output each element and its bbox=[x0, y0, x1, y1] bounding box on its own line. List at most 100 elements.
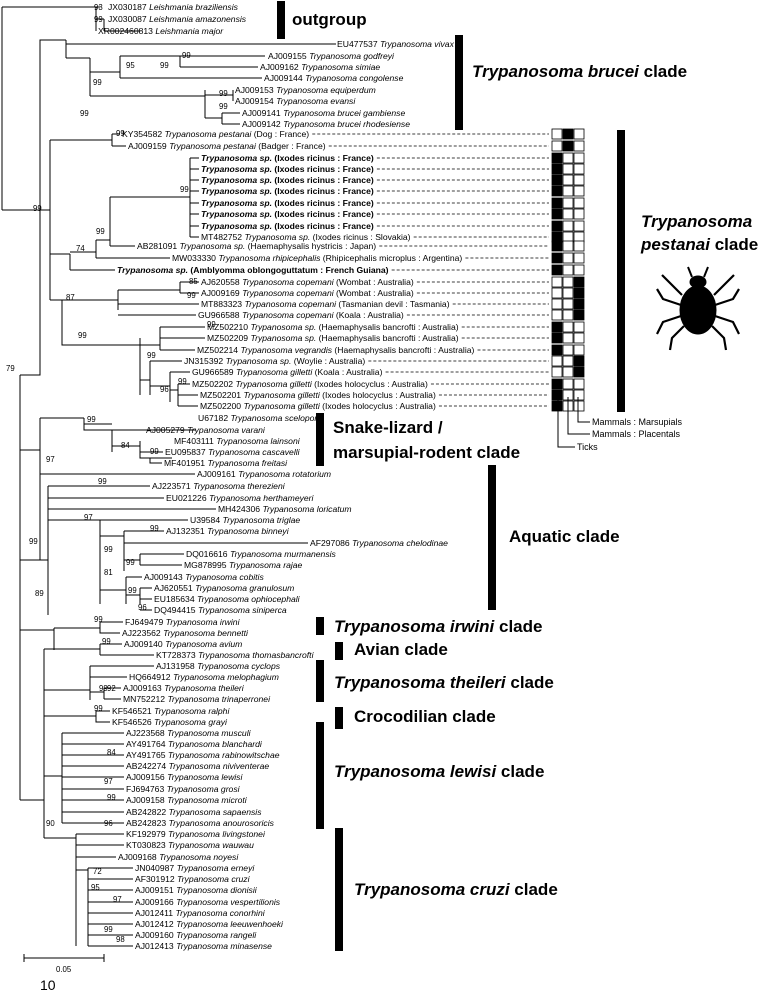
branch bbox=[100, 576, 152, 611]
bootstrap-value: 97 bbox=[84, 513, 93, 522]
host-cell-empty bbox=[562, 174, 574, 186]
bootstrap-value: 89 bbox=[35, 589, 44, 598]
host-cell-filled bbox=[551, 344, 563, 356]
bootstrap-value: 92 bbox=[107, 684, 116, 693]
tip-label: AJ012412 Trypanosoma leeuwenhoeki bbox=[135, 919, 284, 929]
bootstrap-value: 99 bbox=[94, 615, 103, 624]
tick-silhouette-icon bbox=[656, 266, 740, 351]
branch bbox=[62, 326, 205, 395]
tip-label: GU966588 Trypanosoma copemani (Koala : A… bbox=[198, 310, 404, 320]
bootstrap-value: 95 bbox=[91, 883, 100, 892]
host-cell-empty bbox=[573, 240, 585, 252]
legend-placentals: Mammals : Placentals bbox=[592, 429, 681, 439]
tip-label: AJ009162 Trypanosoma simiae bbox=[260, 62, 380, 72]
tip-label: AJ012413 Trypanosoma minasense bbox=[135, 941, 272, 951]
tip-labels: JX030187 Leishmania braziliensisJX030087… bbox=[98, 2, 475, 951]
tip-label: KT728373 Trypanosoma thomasbancrofti bbox=[156, 650, 315, 660]
bootstrap-value: 85 bbox=[189, 277, 198, 286]
host-cell-empty bbox=[551, 298, 563, 310]
host-cell-filled bbox=[551, 264, 563, 276]
branch bbox=[90, 90, 240, 125]
clade-bar bbox=[335, 828, 343, 951]
tip-label: AJ009153 Trypanosoma equiperdum bbox=[235, 85, 376, 95]
host-cell-empty bbox=[562, 366, 574, 378]
host-cell-filled bbox=[573, 276, 585, 288]
host-cell-empty bbox=[562, 287, 574, 299]
bootstrap-value: 99 bbox=[116, 129, 125, 138]
matrix-legend: Mammals : Marsupials Mammals : Placental… bbox=[557, 397, 683, 452]
bootstrap-value: 99 bbox=[219, 89, 228, 98]
bootstrap-value: 84 bbox=[107, 748, 116, 757]
branch bbox=[19, 210, 41, 800]
tip-label: AY491764 Trypanosoma blanchardi bbox=[126, 739, 263, 749]
tip-label: AJ009155 Trypanosoma godfreyi bbox=[268, 51, 395, 61]
tip-label: AJ009166 Trypanosoma vespertilionis bbox=[135, 897, 281, 907]
clade-label: Crocodilian clade bbox=[354, 707, 496, 726]
bootstrap-value: 99 bbox=[96, 227, 105, 236]
tip-label: MF403111 Trypanosoma lainsoni bbox=[174, 436, 301, 446]
bootstrap-value: 99 bbox=[87, 415, 96, 424]
tip-label: EU185634 Trypanosoma ophiocephali bbox=[154, 594, 301, 604]
branch bbox=[39, 39, 66, 210]
tip-label: KF546521 Trypanosoma ralphi bbox=[112, 706, 230, 716]
tip-label: AY491765 Trypanosoma rabinowitschae bbox=[126, 750, 280, 760]
tip-label: KF546526 Trypanosoma grayi bbox=[112, 717, 228, 727]
host-cell-empty bbox=[562, 298, 574, 310]
tip-label: AJ223562 Trypanosoma bennetti bbox=[122, 628, 249, 638]
bootstrap-value: 99 bbox=[99, 684, 108, 693]
clade-bar bbox=[335, 707, 343, 729]
branch bbox=[44, 733, 63, 823]
host-cell-filled bbox=[573, 309, 585, 321]
tip-label: Trypanosoma sp. (Ixodes ricinus : France… bbox=[201, 175, 374, 185]
host-cell-empty bbox=[573, 332, 585, 344]
bootstrap-value: 81 bbox=[104, 568, 113, 577]
host-cell-filled bbox=[551, 400, 563, 412]
tip-label: AJ009140 Trypanosoma avium bbox=[124, 639, 242, 649]
clade-label: Trypanosoma lewisi clade bbox=[334, 762, 544, 781]
bootstrap-value: 99 bbox=[29, 537, 38, 546]
host-cell-filled bbox=[551, 389, 563, 401]
tip-label: XR002460813 Leishmania major bbox=[98, 26, 224, 36]
tip-label: KY354582 Trypanosoma pestanai (Dog : Fra… bbox=[122, 129, 309, 139]
clade-bar bbox=[316, 722, 324, 829]
host-cell-filled bbox=[551, 163, 563, 175]
bootstrap-value: 99 bbox=[94, 704, 103, 713]
legend-marsupials: Mammals : Marsupials bbox=[592, 417, 683, 427]
bootstrap-value: 95 bbox=[126, 61, 135, 70]
tip-label: AJ132351 Trypanosoma binneyi bbox=[166, 526, 290, 536]
host-cell-empty bbox=[573, 163, 585, 175]
host-cell-empty bbox=[551, 355, 563, 367]
host-cell-filled bbox=[551, 252, 563, 264]
tip-label: AJ009142 Trypanosoma brucei rhodesiense bbox=[242, 119, 410, 129]
host-cell-filled bbox=[551, 208, 563, 220]
branch bbox=[117, 281, 199, 316]
host-cell-empty bbox=[573, 264, 585, 276]
host-cell-empty bbox=[573, 208, 585, 220]
tip-label: MZ502200 Trypanosoma gilletti (Ixodes ho… bbox=[200, 401, 436, 411]
bootstrap-value: 96 bbox=[104, 819, 113, 828]
host-cell-empty bbox=[562, 309, 574, 321]
branch bbox=[20, 621, 123, 650]
tip-label: EU095837 Trypanosoma cascavelli bbox=[165, 447, 301, 457]
clade-bar bbox=[455, 35, 463, 130]
tip-label: AJ005279 Trypanosoma varani bbox=[146, 425, 266, 435]
clade-bar bbox=[335, 642, 343, 660]
host-cell-empty bbox=[562, 276, 574, 288]
bootstrap-value: 98 bbox=[116, 935, 125, 944]
tip-label: Trypanosoma sp. (Ixodes ricinus : France… bbox=[201, 186, 374, 196]
tip-label: AF301912 Trypanosoma cruzi bbox=[135, 874, 251, 884]
tip-label: MT883323 Trypanosoma copemani (Tasmanian… bbox=[201, 299, 450, 309]
bootstrap-value: 90 bbox=[46, 819, 55, 828]
tip-label: HQ664912 Trypanosoma melophagium bbox=[129, 672, 279, 682]
host-cell-filled bbox=[562, 128, 574, 140]
host-cell-empty bbox=[562, 152, 574, 164]
bootstrap-value: 99 bbox=[104, 925, 113, 934]
host-cell-empty bbox=[562, 185, 574, 197]
bootstrap-value: 87 bbox=[66, 293, 75, 302]
branch bbox=[20, 417, 196, 470]
bootstrap-value: 99 bbox=[160, 61, 169, 70]
host-cell-empty bbox=[551, 287, 563, 299]
host-cell-empty bbox=[573, 400, 585, 412]
host-cell-empty bbox=[573, 220, 585, 232]
